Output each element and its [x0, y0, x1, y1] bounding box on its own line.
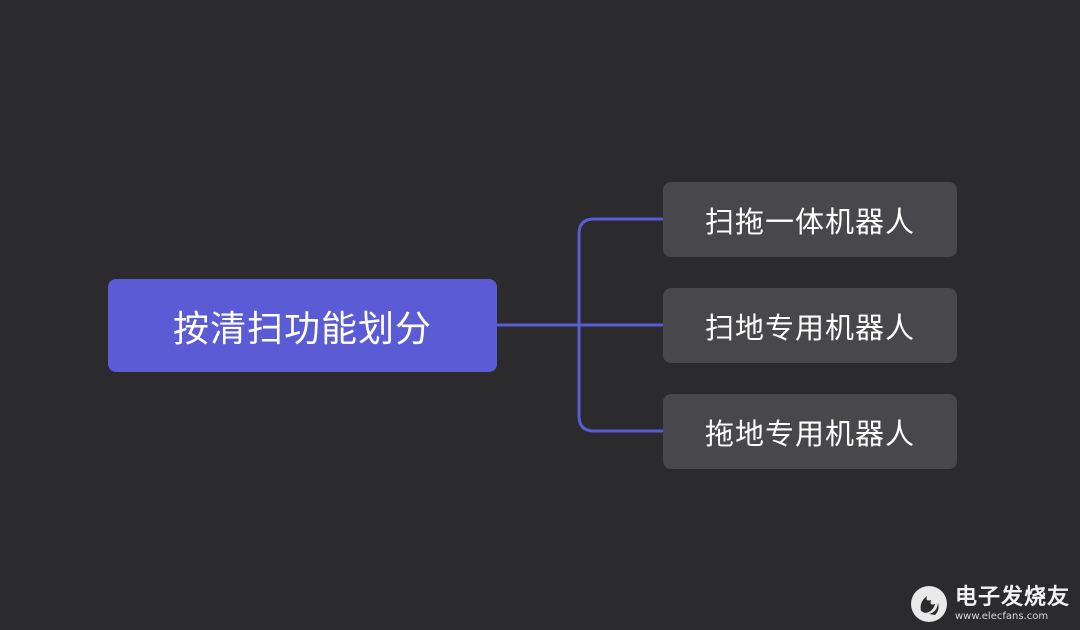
- watermark-name: 电子发烧友: [954, 584, 1070, 610]
- connector-branch-top: [577, 217, 663, 325]
- child-node-label: 拖地专用机器人: [704, 416, 915, 451]
- child-node-sweep-only[interactable]: 扫地专用机器人: [663, 288, 957, 363]
- watermark: 电子发烧友 www.elecfans.com: [909, 584, 1070, 624]
- elecfans-logo-icon: [910, 586, 947, 622]
- root-node-label: 按清扫功能划分: [172, 308, 432, 350]
- root-node[interactable]: 按清扫功能划分: [108, 279, 497, 372]
- child-node-mop-only[interactable]: 拖地专用机器人: [663, 394, 957, 469]
- watermark-url: www.elecfans.com: [954, 610, 1049, 622]
- child-node-sweep-mop[interactable]: 扫拖一体机器人: [663, 182, 957, 257]
- child-node-label: 扫地专用机器人: [704, 310, 915, 345]
- connector-branch-bottom: [577, 325, 663, 433]
- child-node-label: 扫拖一体机器人: [704, 204, 915, 239]
